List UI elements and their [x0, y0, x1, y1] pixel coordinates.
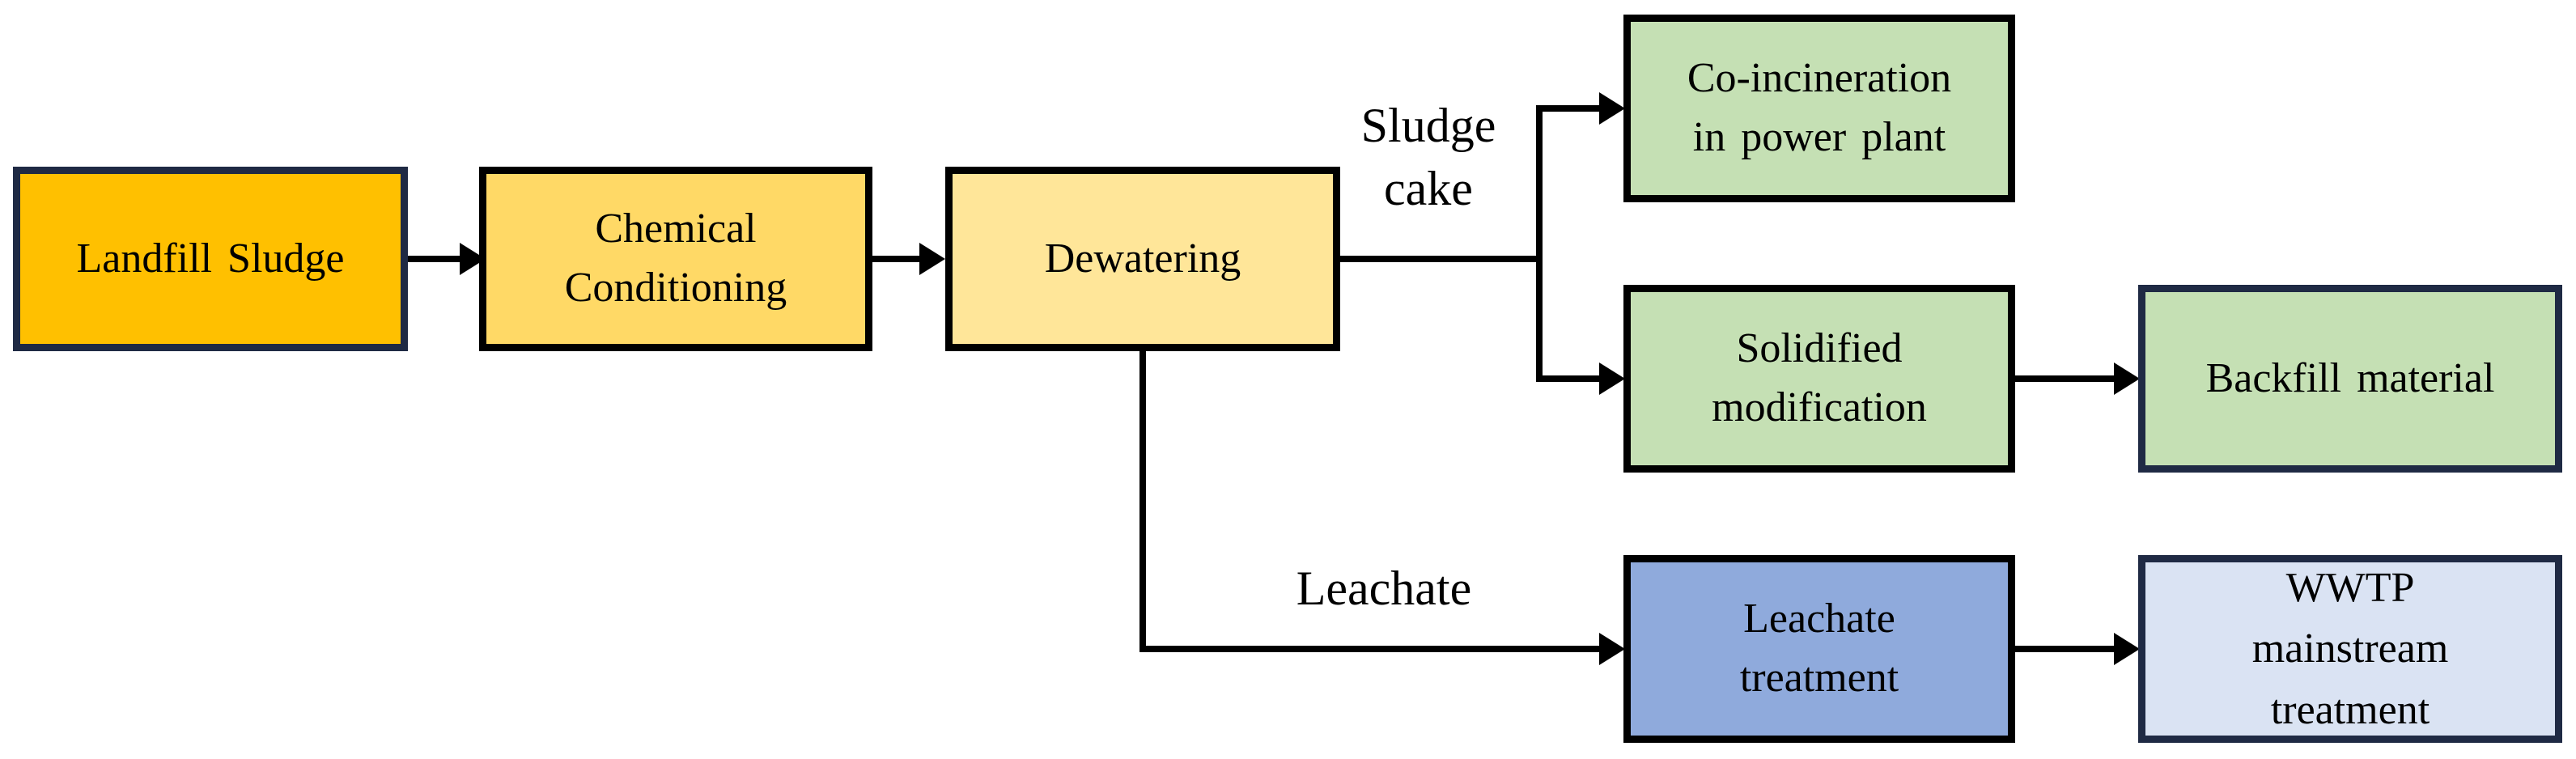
- arrowhead-to-co-incineration: [1599, 92, 1625, 125]
- arrowhead-solidified-to-backfill: [2114, 363, 2140, 395]
- node-co-incineration: Co-incineration in power plant: [1623, 15, 2015, 202]
- node-chemical-conditioning-line2: Conditioning: [564, 265, 787, 311]
- node-backfill-material: Backfill material: [2138, 285, 2562, 473]
- node-solidified-modification: Solidified modification: [1623, 285, 2015, 473]
- edge-label-leachate: Leachate: [1263, 557, 1505, 620]
- node-wwtp-mainstream: WWTP mainstream treatment: [2138, 555, 2562, 743]
- edge-label-leachate-text: Leachate: [1296, 562, 1472, 615]
- node-landfill-sludge: Landfill Sludge: [13, 167, 408, 351]
- edge-label-sludge-cake: Sludge cake: [1343, 94, 1513, 220]
- node-wwtp-line1: WWTP: [2285, 564, 2415, 611]
- node-landfill-sludge-label: Landfill Sludge: [76, 235, 345, 282]
- node-chemical-conditioning: Chemical Conditioning: [479, 167, 872, 351]
- arrowhead-conditioning-to-dewatering: [919, 243, 945, 275]
- node-chemical-conditioning-line1: Chemical: [595, 206, 757, 252]
- node-leachate-treatment-line1: Leachate: [1743, 596, 1895, 642]
- arrowhead-to-solidified: [1599, 363, 1625, 395]
- node-wwtp-line3: treatment: [2270, 686, 2430, 733]
- node-co-incineration-line1: Co-incineration: [1687, 55, 1952, 102]
- edge-label-sludge-cake-line2: cake: [1384, 162, 1473, 215]
- node-leachate-treatment-line2: treatment: [1739, 655, 1899, 701]
- arrowhead-leachate-treatment-to-wwtp: [2114, 633, 2140, 665]
- node-backfill-material-label: Backfill material: [2205, 354, 2495, 401]
- arrowhead-to-leachate-treatment: [1599, 633, 1625, 665]
- node-leachate-treatment: Leachate treatment: [1623, 555, 2015, 743]
- node-dewatering-label: Dewatering: [1044, 235, 1241, 282]
- edge-label-sludge-cake-line1: Sludge: [1360, 99, 1496, 152]
- arrowhead-landfill-to-conditioning: [460, 243, 486, 275]
- node-solidified-modification-line2: modification: [1712, 384, 1927, 430]
- node-wwtp-line2: mainstream: [2251, 625, 2449, 672]
- line-junction-to-co-incineration: [1536, 105, 1602, 262]
- line-dewatering-to-leachate-treatment: [1139, 350, 1602, 652]
- line-junction-to-solidified: [1536, 256, 1602, 382]
- node-dewatering: Dewatering: [945, 167, 1340, 351]
- node-solidified-modification-line1: Solidified: [1736, 325, 1903, 372]
- node-co-incineration-line2: in power plant: [1692, 114, 1946, 160]
